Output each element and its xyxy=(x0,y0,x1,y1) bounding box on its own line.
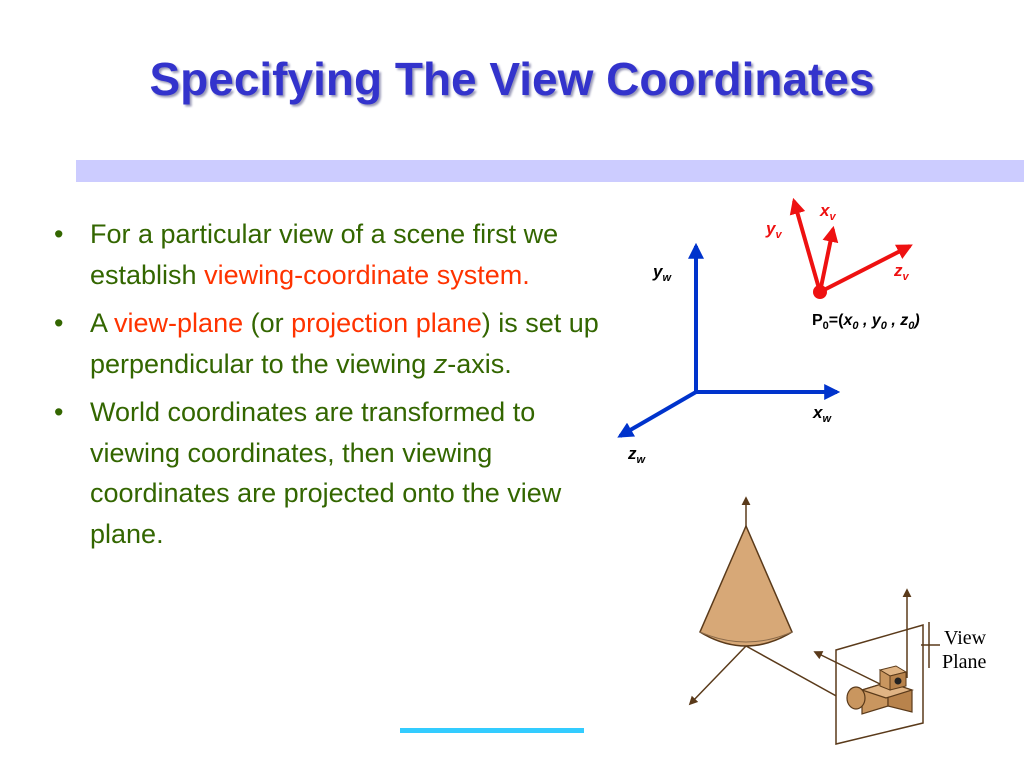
highlighted-term: view-plane xyxy=(114,308,244,338)
bullet-text: z xyxy=(433,348,448,379)
bullet-text: A xyxy=(90,308,115,338)
bullet-item: • For a particular view of a scene first … xyxy=(48,214,628,295)
highlighted-term: viewing-coordinate system xyxy=(204,259,523,290)
view-plane-label-line2: Plane xyxy=(942,651,987,673)
cone-shape xyxy=(699,524,793,647)
bullet-item: • A view-plane (or projection plane) is s… xyxy=(48,303,628,384)
bullet-list: • For a particular view of a scene first … xyxy=(48,214,628,562)
camera-shape xyxy=(846,665,914,715)
world-axes xyxy=(617,242,841,438)
bullet-text: World coordinates are transformed to vie… xyxy=(90,397,562,549)
origin-point-label: P0=(x0 , y0 , z0) xyxy=(812,312,920,332)
bullet-text: For a particular view of a scene first w… xyxy=(90,219,559,290)
bullet-text: ) is set up perpendicular to the viewing xyxy=(90,308,599,379)
bullet-marker: • xyxy=(54,397,64,427)
scene-illustration xyxy=(688,496,940,745)
view-x-axis xyxy=(818,225,839,293)
title-underline-bar xyxy=(76,160,1024,182)
cone-base-edge xyxy=(699,631,793,643)
view-z-label: zv xyxy=(893,261,910,283)
world-z-axis xyxy=(617,390,698,438)
highlighted-term: . xyxy=(522,259,530,290)
view-y-label: yv xyxy=(765,219,782,241)
bullet-marker: • xyxy=(54,219,64,249)
view-axes xyxy=(789,197,913,299)
slide-title: Specifying The View Coordinates xyxy=(149,53,875,105)
view-z-axis xyxy=(819,244,913,294)
view-x-label: xv xyxy=(819,201,836,223)
view-plane-label-line1: View xyxy=(944,627,987,649)
world-y-label: yw xyxy=(652,262,672,284)
object-z-axis xyxy=(688,645,747,706)
view-y-axis xyxy=(789,197,822,293)
bullet-text: (or xyxy=(243,308,292,338)
world-z-label: zw xyxy=(627,444,647,466)
accent-line xyxy=(400,728,584,733)
world-x-label: xw xyxy=(812,403,832,425)
camera-z-axis xyxy=(813,651,881,685)
view-origin-point xyxy=(813,285,827,299)
bullet-item: • World coordinates are transformed to vi… xyxy=(48,392,628,554)
highlighted-term: projection plane xyxy=(291,308,482,338)
bullet-text: -axis. xyxy=(447,348,512,379)
bullet-marker: • xyxy=(54,308,64,338)
